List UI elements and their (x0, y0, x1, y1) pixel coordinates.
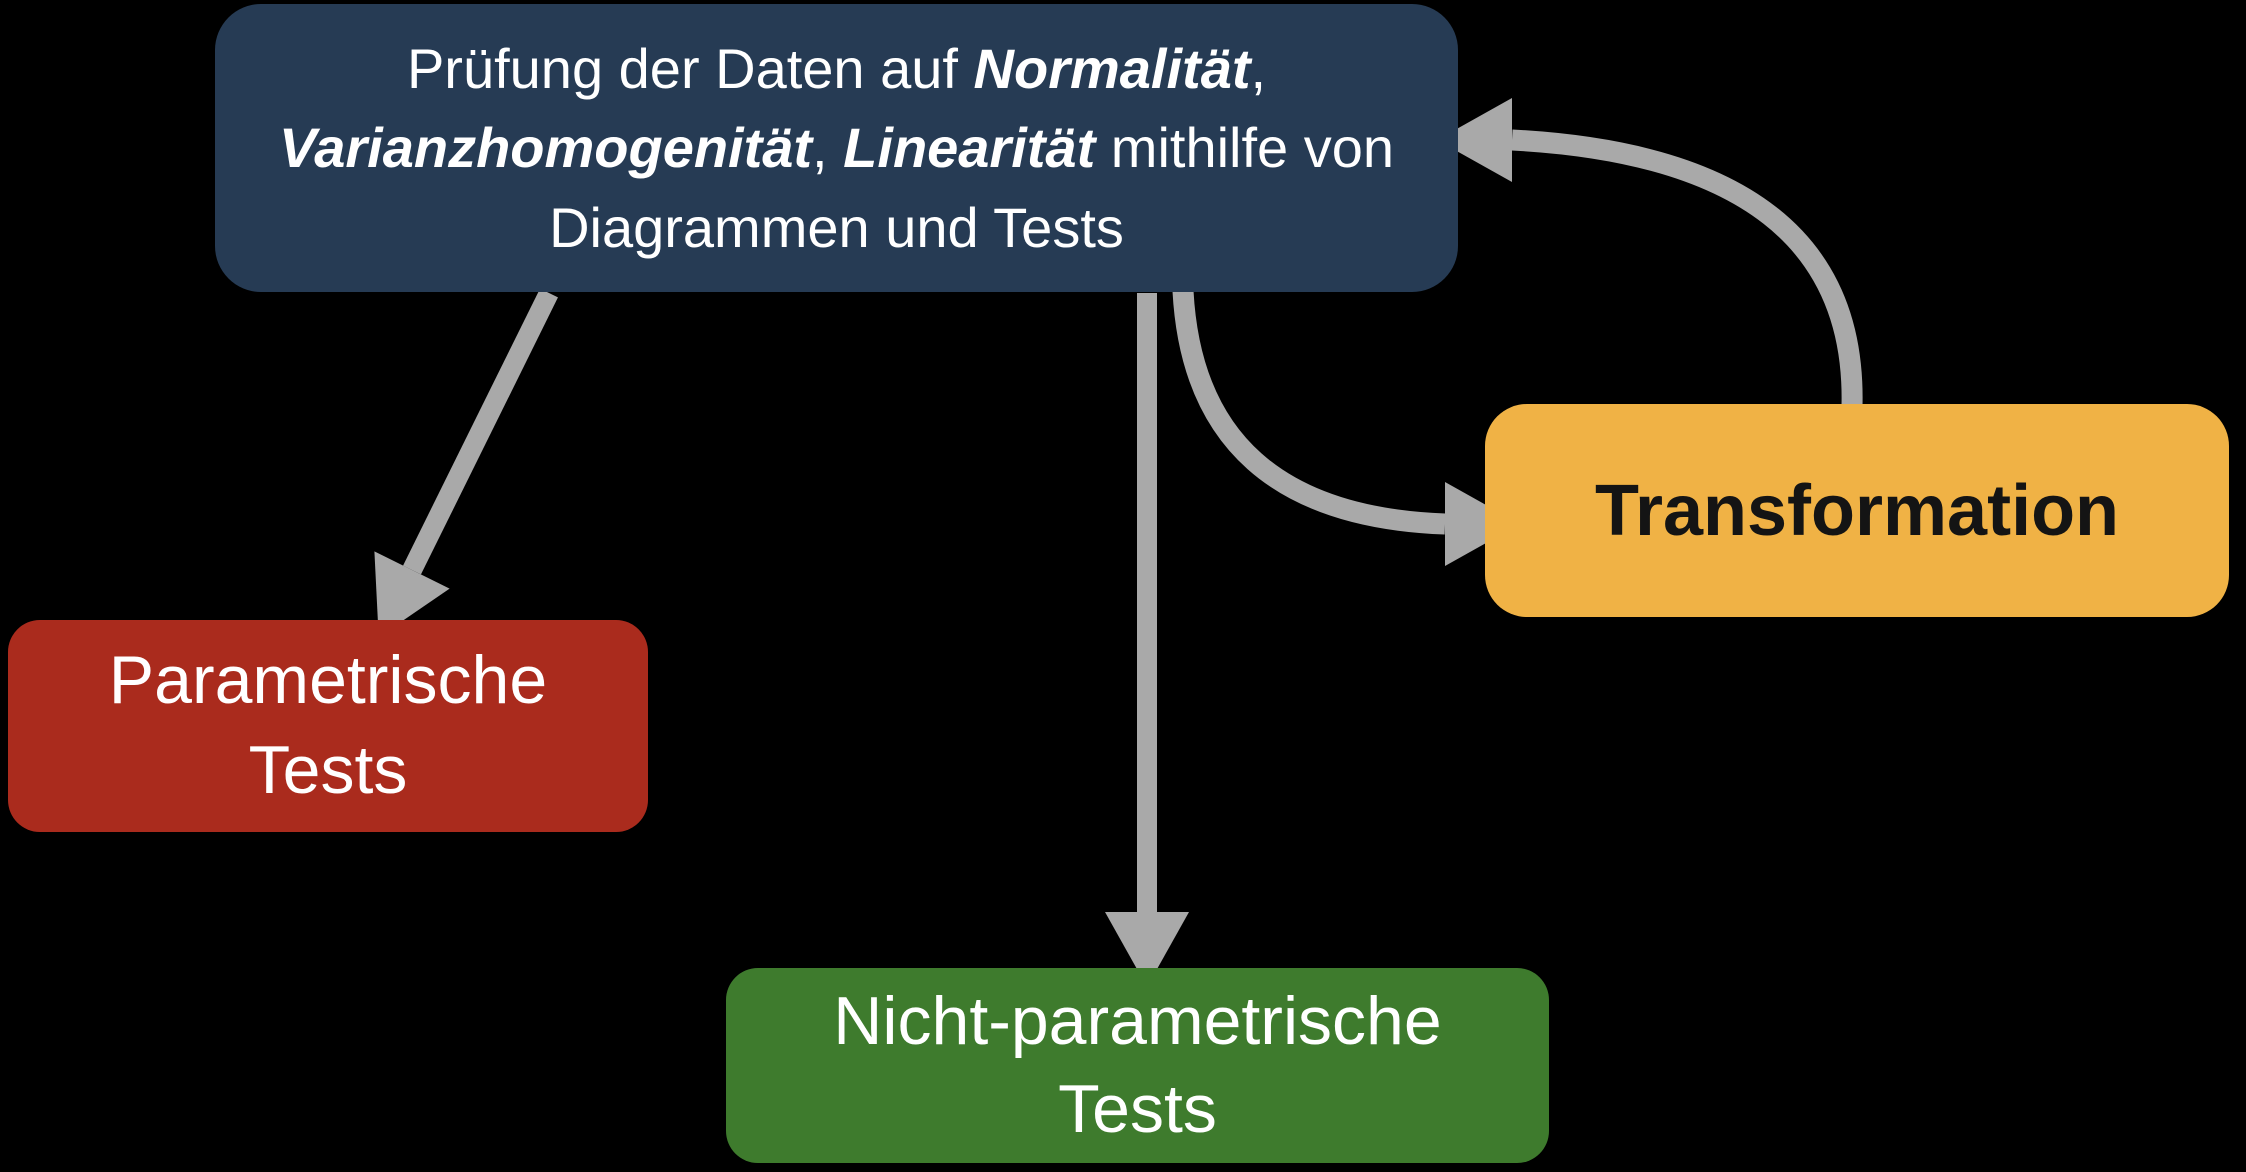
node-parametric-tests: Parametrische Tests (8, 620, 648, 832)
transformation-label: Transformation (1594, 470, 2120, 551)
check-text-line-1: Prüfung der Daten auf Normalität, (406, 36, 1267, 100)
arrow-check-to-parametric (374, 288, 558, 638)
check-text-line-2: Varianzhomogenität, Linearität mithilfe … (278, 116, 1395, 180)
parametric-tests-label: Parametrische Tests (108, 642, 548, 808)
arrow-check-to-transformation (1172, 290, 1520, 566)
nonparametric-tests-label: Nicht-parametrische Tests (833, 983, 1442, 1147)
node-nonparametric-tests: Nicht-parametrische Tests (726, 968, 1549, 1163)
node-data-check: Prüfung der Daten auf Normalität, Varian… (215, 4, 1458, 292)
arrow-transformation-to-check (1437, 98, 1863, 407)
arrow-check-to-nonparametric (1105, 293, 1189, 987)
check-text-line-3: Diagrammen und Tests (549, 195, 1124, 259)
node-transformation: Transformation (1485, 404, 2229, 617)
